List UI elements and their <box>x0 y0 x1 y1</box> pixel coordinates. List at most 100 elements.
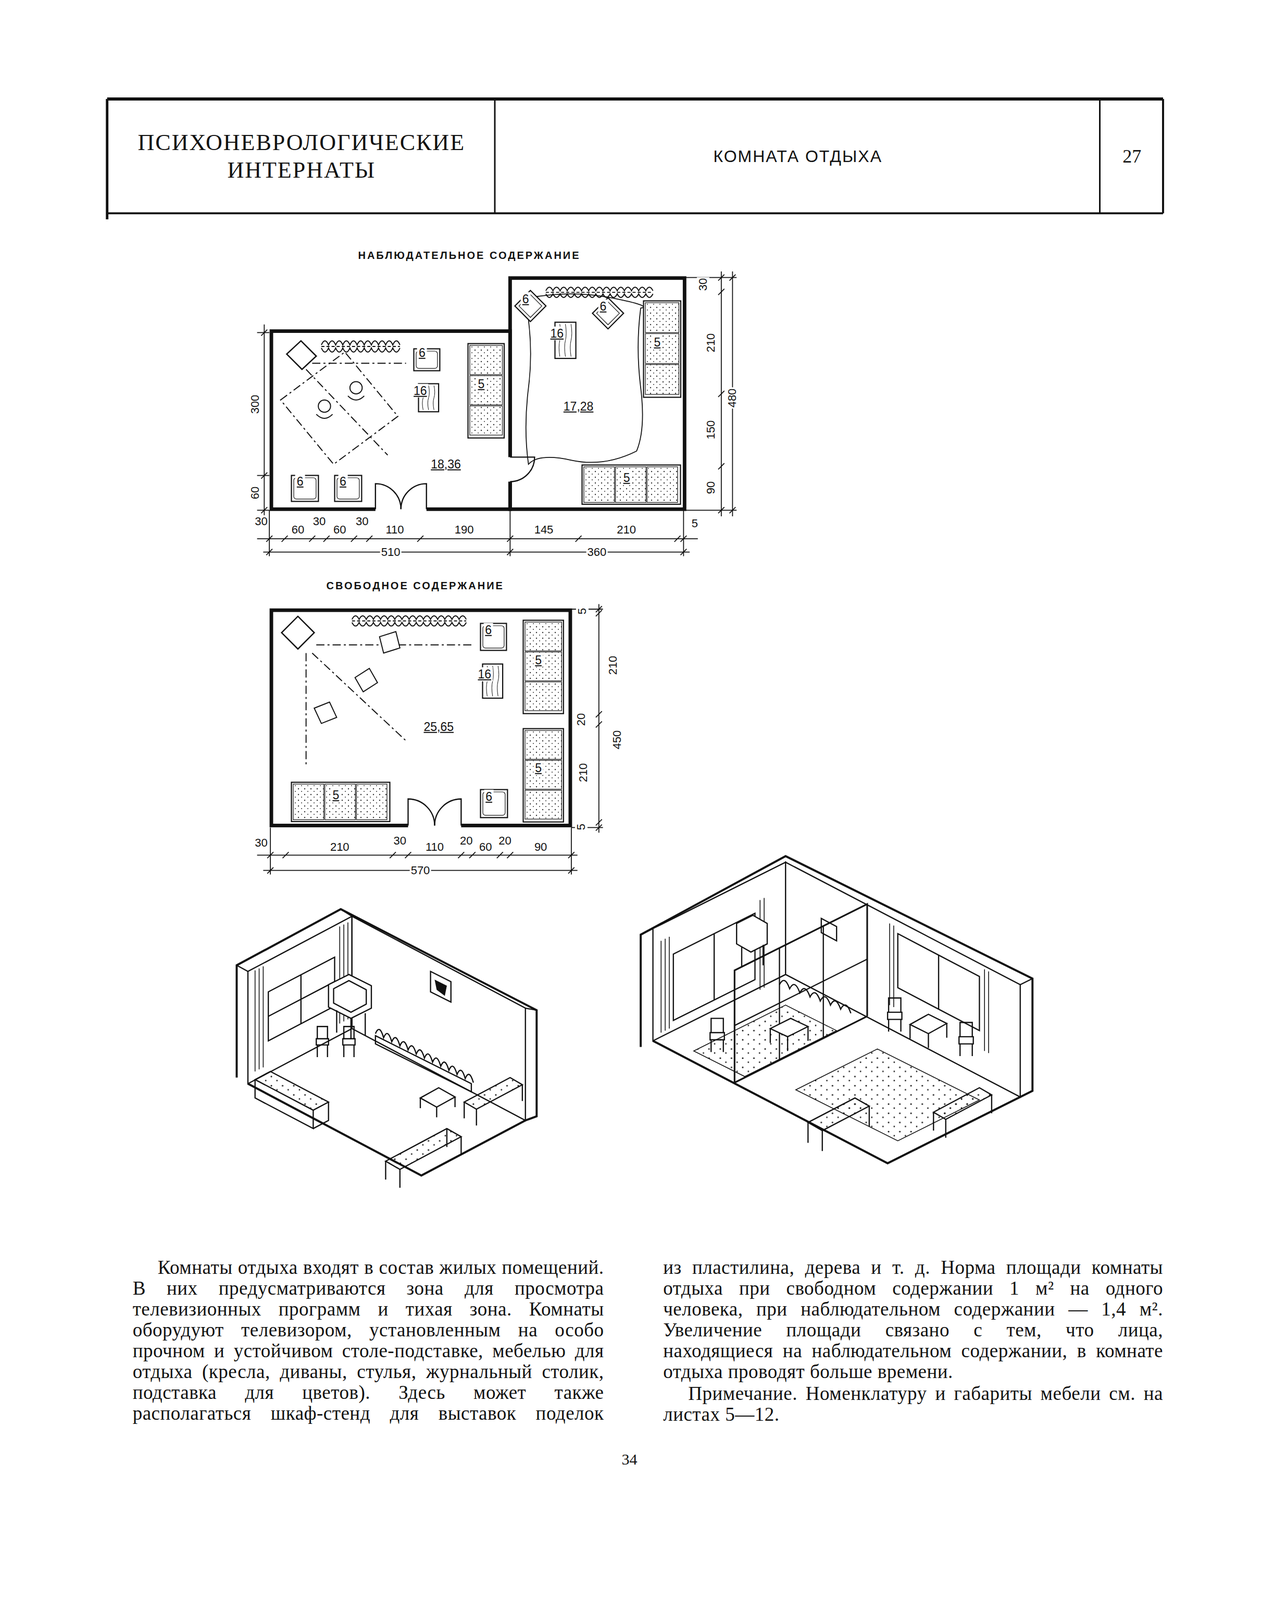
room-illustration-part <box>938 954 940 1009</box>
room-illustration-part <box>328 974 372 1018</box>
room-illustration-part <box>464 1077 523 1109</box>
furniture-outline-part <box>469 405 503 435</box>
furniture-outline-part <box>592 297 624 329</box>
plant-stand-part <box>321 340 401 345</box>
dimension: 90 <box>533 840 548 854</box>
furniture-outline <box>581 464 682 505</box>
furniture-outline-part <box>325 783 356 820</box>
furniture-outline-part <box>525 621 562 651</box>
furniture-outline-part <box>480 622 507 651</box>
furniture-outline <box>522 619 565 715</box>
furniture-outline-part <box>293 783 324 820</box>
floor-plan-walls <box>271 278 685 830</box>
plant-stand-part <box>321 345 401 347</box>
room-illustration-part <box>640 855 1033 1097</box>
dimension-lines-part <box>257 854 578 856</box>
sofa-symbol: 5 <box>290 781 391 822</box>
dimension: 60 <box>332 522 347 536</box>
tv-zone-part <box>316 400 333 419</box>
dimension: 450 <box>610 729 624 751</box>
furniture-outline-part <box>469 345 503 375</box>
dimension-lines-part <box>263 324 265 517</box>
plant-stand-part <box>352 620 467 622</box>
furniture-outline <box>467 342 505 439</box>
furniture-outline-part <box>645 333 679 364</box>
room-illustration-part <box>887 997 902 1032</box>
plan-title: СВОБОДНОЕ СОДЕРЖАНИЕ <box>325 579 506 592</box>
dimension: 20 <box>575 712 588 727</box>
room-illustration-part <box>653 1040 1021 1164</box>
callout-number: 6 <box>520 292 531 306</box>
furniture-outline-part <box>525 789 562 819</box>
sofa-symbol: 5 <box>522 727 565 823</box>
dimension-lines-part <box>269 509 684 556</box>
dimension: 210 <box>606 654 620 677</box>
room-illustration-part <box>933 1087 992 1120</box>
room-illustration-part <box>909 1014 947 1034</box>
room-illustration-part <box>653 862 786 1041</box>
tv-zone-part <box>379 631 401 653</box>
floor-plan-walls-part <box>401 483 427 509</box>
area-label: 25,65 <box>421 719 456 733</box>
dimension: 210 <box>329 840 351 854</box>
sofa-symbol: 5 <box>642 300 682 398</box>
room-illustration-part <box>420 1087 456 1107</box>
dimension: 60 <box>290 522 306 536</box>
body-text: из пластилина, дерева и т. д. Норма площ… <box>663 1256 1164 1382</box>
furniture-outline-part <box>582 465 681 505</box>
dimension: 190 <box>453 522 476 536</box>
furniture-outline-part <box>522 728 564 822</box>
callout-number: 6 <box>483 789 494 804</box>
room-plan: 17,28661655 <box>513 279 683 508</box>
furniture-outline-part <box>522 619 564 714</box>
callout-number: 6 <box>598 299 609 314</box>
header-text: КОМНАТА ОТДЫХА <box>713 146 883 167</box>
floor-plan-walls-part <box>375 483 402 509</box>
armchair-symbol: 6 <box>591 296 625 330</box>
floor-plan-walls-part <box>509 456 535 482</box>
tv-zone-part <box>347 381 365 400</box>
callout-number: 5 <box>652 334 663 349</box>
room-illustration-part <box>693 1004 837 1077</box>
room-illustration-part <box>434 979 447 996</box>
room-plan: 25,656165556 <box>273 612 569 824</box>
tv-zone-part <box>355 668 378 692</box>
dimension: 110 <box>424 840 445 854</box>
dimension: 20 <box>497 834 513 847</box>
tv-zone-part <box>280 352 398 465</box>
tv-zone-part <box>314 701 337 723</box>
furniture-outline-part <box>582 465 681 505</box>
page-number: 34 <box>621 1450 638 1468</box>
dimension: 150 <box>704 418 718 441</box>
dimension: 20 <box>458 834 474 847</box>
dimension-lines <box>257 271 738 875</box>
dimension-lines-part <box>718 274 725 514</box>
dimension: 510 <box>380 545 402 559</box>
room-illustration-part <box>255 1079 329 1129</box>
dimension: 300 <box>248 393 262 415</box>
room-illustration-part <box>236 908 537 1120</box>
room-illustration-part <box>385 1128 461 1188</box>
furniture-outline-part <box>480 789 508 818</box>
furniture-outline-part <box>497 665 499 697</box>
dimension-lines-part <box>266 548 687 556</box>
armchair-symbol: 6 <box>290 474 320 503</box>
floor-plan-walls-part <box>407 798 435 826</box>
plant-stand-part <box>352 622 467 627</box>
sofa-symbol: 5 <box>581 464 682 505</box>
header-frame-part <box>105 98 109 220</box>
furniture-outline-part <box>291 782 391 822</box>
dimension: 210 <box>615 522 638 536</box>
furniture-outline-part <box>480 789 508 818</box>
furniture-outline <box>522 727 565 823</box>
room-illustration <box>236 908 537 1188</box>
header-cell: 27 <box>1101 101 1163 213</box>
room-illustration-part <box>933 1094 992 1138</box>
furniture-outline <box>290 781 391 822</box>
furniture-outline <box>514 289 547 323</box>
header-frame-part <box>1162 98 1165 214</box>
room-illustration-part <box>464 1084 523 1126</box>
tv-zone-part <box>305 652 307 767</box>
area-label: 17,28 <box>562 398 596 413</box>
dimension: 60 <box>478 840 493 854</box>
